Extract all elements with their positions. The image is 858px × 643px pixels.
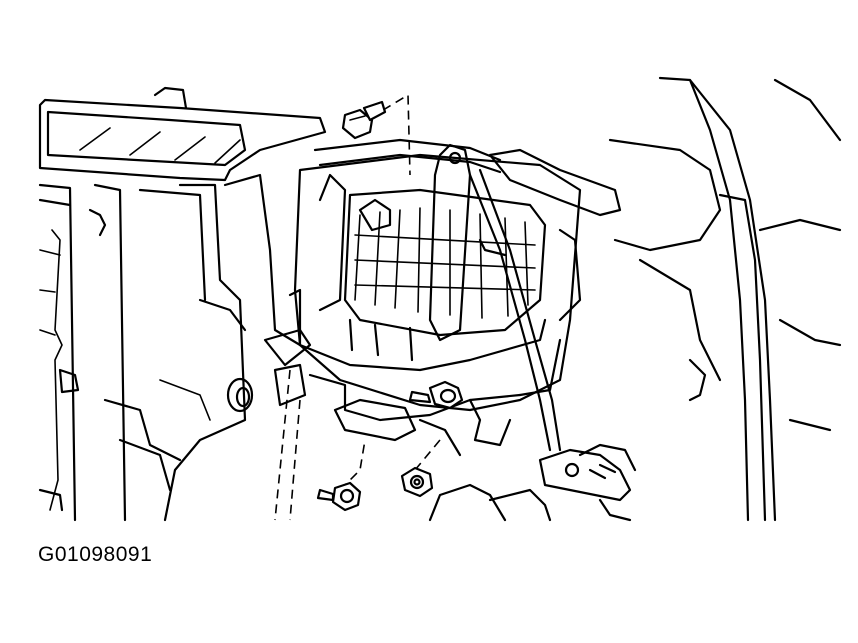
wire-harness: [313, 138, 622, 452]
nut-bottom-center: [400, 466, 434, 498]
bolt-bottom-left: [316, 481, 362, 512]
connector-right: [428, 443, 637, 522]
bolt-right-middle: [408, 380, 464, 410]
heater-housing: [38, 86, 327, 522]
bolt-top: [341, 100, 387, 140]
blower-unit: [263, 143, 582, 457]
body-panel-right: [608, 76, 842, 522]
blower-assembly-diagram: [38, 76, 842, 522]
figure-code-label: G01098091: [38, 543, 153, 566]
alignment-lines: [274, 93, 441, 521]
